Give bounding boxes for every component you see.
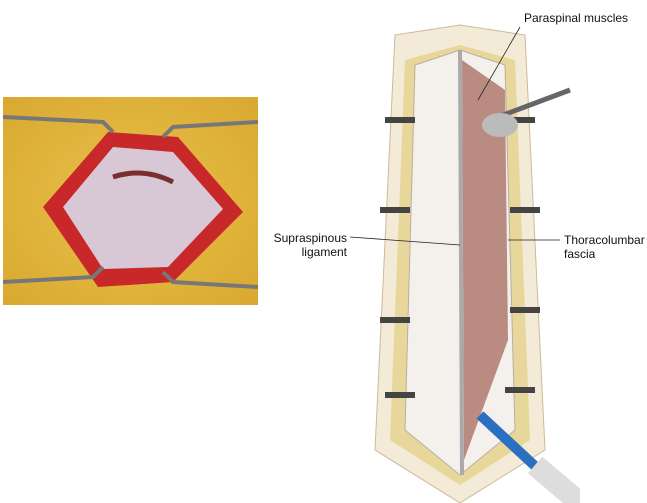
label-supraspinous-ligament: Supraspinous ligament (270, 231, 347, 259)
label-paraspinal-muscles: Paraspinal muscles (524, 11, 629, 25)
surgical-illustration (374, 24, 580, 503)
label-line: ligament (301, 245, 347, 259)
label-line: fascia (564, 247, 596, 261)
label-line: Supraspinous (273, 231, 347, 245)
surgical-photo (3, 97, 258, 305)
label-line: Thoracolumbar (564, 233, 645, 247)
label-thoracolumbar-fascia: Thoracolumbar fascia (564, 233, 645, 261)
